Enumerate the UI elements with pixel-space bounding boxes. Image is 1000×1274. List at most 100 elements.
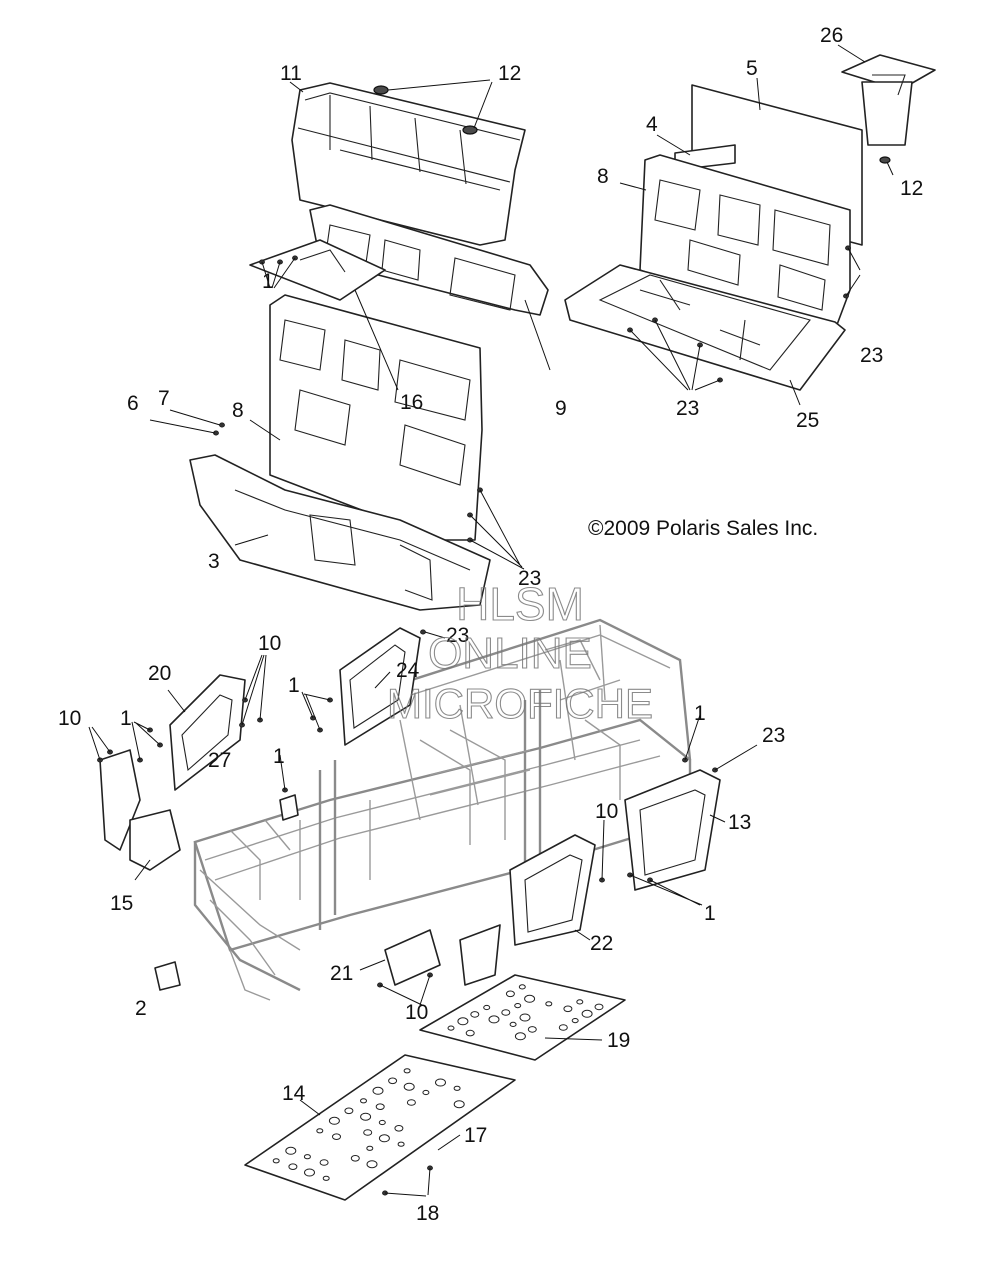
callout-10: 10 [58, 707, 81, 730]
plate-hole [527, 1026, 537, 1033]
callout-15: 15 [110, 892, 133, 915]
fastener-bolt [219, 422, 225, 428]
callout-19: 19 [607, 1029, 630, 1052]
plate-hole [394, 1125, 404, 1132]
plate-hole [518, 984, 526, 990]
part-11-storage-bin [291, 82, 526, 246]
callout-2: 2 [135, 997, 147, 1020]
copyright-notice: ©2009 Polaris Sales Inc. [588, 517, 818, 540]
part-8-dash-middle [269, 294, 483, 541]
plate-hole [594, 1003, 604, 1011]
plate-hole [519, 1013, 531, 1022]
callout-1: 1 [273, 745, 285, 768]
part-21-bracket [384, 924, 501, 986]
callout-12: 12 [900, 177, 923, 200]
watermark-line-1: HLSM [456, 578, 584, 630]
plate-hole [319, 1159, 329, 1166]
callout-1: 1 [288, 674, 300, 697]
callout-8: 8 [232, 399, 244, 422]
plate-hole [322, 1175, 330, 1181]
callout-23: 23 [762, 724, 785, 747]
plate-hole [403, 1068, 411, 1074]
plate-hole [465, 1029, 475, 1037]
callout-8: 8 [597, 165, 609, 188]
callout-24: 24 [396, 659, 420, 682]
plate-hole [366, 1145, 374, 1151]
watermark-line-2: ONLINE [428, 629, 592, 678]
plate-hole [366, 1160, 378, 1169]
leader-lines [88, 44, 894, 1197]
part-13-side-panel [624, 769, 721, 891]
plate-hole [303, 1154, 311, 1160]
plate-hole [470, 1011, 480, 1018]
plate-hole [388, 1077, 398, 1085]
part-2-clip [154, 961, 181, 991]
callout-6: 6 [127, 392, 139, 415]
callout-23: 23 [446, 624, 469, 647]
callout-27: 27 [208, 749, 231, 772]
callout-21: 21 [330, 962, 353, 985]
callout-1: 1 [120, 707, 132, 730]
plate-hole [576, 999, 584, 1005]
callout-9: 9 [555, 397, 567, 420]
callout-22: 22 [590, 932, 613, 955]
part-20-door-panel [169, 674, 246, 791]
plate-hole [501, 1009, 511, 1016]
callout-20: 20 [148, 662, 171, 685]
plate-hole [457, 1017, 469, 1026]
plate-hole [350, 1155, 360, 1162]
callout-26: 26 [820, 24, 843, 47]
callout-12: 12 [498, 62, 521, 85]
plate-hole [316, 1128, 324, 1134]
callout-1: 1 [262, 270, 274, 293]
plate-hole [524, 994, 536, 1003]
chassis-frame [193, 618, 692, 1001]
plate-hole [453, 1100, 465, 1109]
plate-hole [375, 1103, 385, 1110]
plate-hole [372, 1086, 384, 1095]
plate-hole [360, 1098, 367, 1104]
callout-23: 23 [518, 567, 541, 590]
fastener-bolt [420, 629, 426, 635]
callout-4: 4 [646, 113, 658, 136]
plate-hole [344, 1107, 354, 1115]
plate-hole [453, 1085, 461, 1091]
callout-18: 18 [416, 1202, 439, 1225]
plate-hole [360, 1112, 372, 1121]
callout-11: 11 [280, 62, 302, 85]
part-26-cupholder [841, 54, 936, 164]
callout-10: 10 [258, 632, 281, 655]
plate-holes [272, 984, 604, 1181]
plate-hole [435, 1078, 446, 1087]
plate-hole [304, 1168, 315, 1177]
plate-hole [509, 1021, 517, 1028]
watermark: HLSM ONLINE MICROFICHE [386, 577, 653, 727]
plate-hole [514, 1032, 526, 1041]
part-16-tray [249, 239, 386, 301]
callout-5: 5 [746, 57, 758, 80]
plate-hole [488, 1015, 500, 1024]
plate-hole [563, 1005, 573, 1013]
callout-23: 23 [676, 397, 699, 420]
watermark-line-3: MICROFICHE [387, 680, 653, 727]
plate-hole [285, 1146, 297, 1155]
callout-16: 16 [400, 391, 423, 414]
plate-hole [403, 1082, 415, 1091]
callout-3: 3 [208, 550, 220, 573]
callout-14: 14 [282, 1082, 306, 1105]
plate-hole [571, 1018, 579, 1024]
callout-labels: 11 12 26 5 4 8 12 1 16 9 23 23 25 7 6 8 … [58, 24, 923, 1225]
callout-17: 17 [464, 1124, 487, 1147]
plate-hole [581, 1009, 593, 1018]
plate-hole [422, 1089, 430, 1096]
plate-hole [397, 1141, 405, 1147]
part-24-door-panel [339, 627, 421, 746]
part-22-side-panel [509, 834, 596, 946]
callout-10: 10 [595, 800, 618, 823]
part-side-left [99, 749, 299, 871]
callout-7: 7 [158, 387, 170, 410]
callout-25: 25 [796, 409, 819, 432]
plate-hole [288, 1163, 298, 1170]
